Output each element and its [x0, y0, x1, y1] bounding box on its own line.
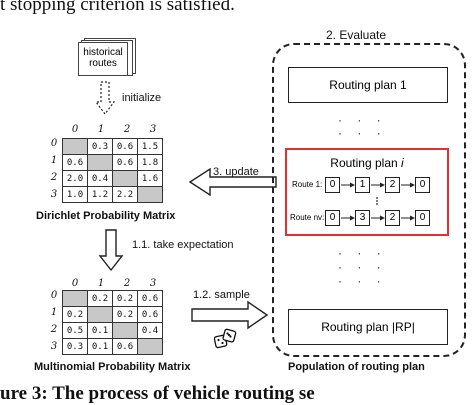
col-header: 2	[123, 278, 131, 289]
row-header: 1	[50, 155, 58, 166]
route-node: 2	[385, 210, 400, 226]
matrix-cell: 1.2	[87, 186, 113, 203]
sample-label: 1.2. sample	[193, 289, 250, 301]
route-nv-label: Route nv:	[290, 213, 325, 222]
ellipsis: · · ·	[338, 126, 387, 140]
matrix-cell: 0.6	[112, 138, 138, 155]
update-label: 3. update	[213, 166, 259, 178]
top-cropped-text: t stopping criterion is satisfied.	[0, 0, 235, 15]
ellipsis: · · ·	[338, 274, 387, 288]
matrix-cell	[87, 154, 113, 171]
matrix-cell: 2.0	[62, 170, 88, 187]
matrix-cell	[62, 290, 88, 307]
routing-plan-i-box: Routing plan i Route 1: 0 1 2 0 Route nv…	[285, 148, 449, 236]
matrix-cell: 0.1	[87, 338, 113, 355]
routing-plan-i-title: Routing plan i	[287, 156, 447, 170]
ellipsis: · · ·	[338, 113, 387, 127]
route-node: 0	[415, 177, 430, 193]
route-node: 2	[385, 177, 400, 193]
col-header: 1	[97, 278, 105, 289]
matrix-cell: 1.0	[62, 186, 88, 203]
initialize-arrow	[94, 81, 116, 115]
dirichlet-col-headers: 0 1 2 3	[62, 124, 166, 135]
matrix-cell: 1.5	[137, 138, 163, 155]
matrix-cell: 0.2	[87, 290, 113, 307]
matrix-cell: 0.6	[137, 306, 163, 323]
matrix-cell: 0.6	[112, 338, 138, 355]
route-node: 0	[325, 177, 340, 193]
matrix-cell: 1.6	[137, 170, 163, 187]
row-header: 1	[50, 307, 58, 318]
route-arrows	[341, 182, 415, 221]
matrix-cell	[62, 138, 88, 155]
sample-arrow	[191, 300, 269, 330]
matrix-cell: 0.2	[112, 306, 138, 323]
update-arrow	[188, 167, 277, 197]
route-node: 1	[355, 177, 370, 193]
multinomial-matrix: 0.2 0.2 0.6 0.2 0.2 0.6 0.5 0.1 0.4 0.3 …	[62, 290, 163, 355]
col-header: 0	[71, 124, 79, 135]
dirichlet-matrix: 0.3 0.6 1.5 0.6 0.6 1.8 2.0 0.4 1.6 1.0 …	[62, 138, 163, 203]
col-header: 3	[149, 278, 157, 289]
matrix-cell	[137, 338, 163, 355]
matrix-cell: 0.5	[62, 322, 88, 339]
ellipsis: · · ·	[338, 260, 387, 274]
multinomial-label: Multinomial Probability Matrix	[34, 361, 191, 373]
matrix-cell: 0.2	[62, 306, 88, 323]
matrix-cell: 0.4	[137, 322, 163, 339]
population-label: Population of routing plan	[288, 361, 425, 373]
dice-icon	[214, 328, 237, 349]
multinomial-row-headers: 0 1 2 3	[48, 290, 60, 358]
routing-plan-1: Routing plan 1	[288, 67, 448, 103]
matrix-cell: 0.1	[87, 322, 113, 339]
initialize-label: initialize	[122, 92, 162, 104]
take-expectation-label: 1.1. take expectation	[132, 239, 234, 251]
population-container	[272, 43, 466, 357]
dirichlet-label: Dirichlet Probability Matrix	[36, 210, 176, 222]
matrix-cell: 0.4	[87, 170, 113, 187]
matrix-cell	[112, 322, 138, 339]
row-header: 2	[50, 324, 58, 335]
ellipsis: · · ·	[338, 246, 387, 260]
route-node: 3	[355, 210, 370, 226]
matrix-cell	[137, 186, 163, 203]
matrix-cell: 0.3	[62, 338, 88, 355]
row-header: 3	[50, 341, 58, 352]
col-header: 0	[71, 278, 79, 289]
matrix-cell: 0.6	[112, 154, 138, 171]
row-header: 0	[50, 138, 58, 149]
matrix-cell: 0.2	[112, 290, 138, 307]
matrix-cell	[112, 170, 138, 187]
evaluate-label: 2. Evaluate	[326, 28, 387, 42]
col-header: 3	[149, 124, 157, 135]
routing-plan-rp: Routing plan |RP|	[288, 309, 448, 345]
row-header: 3	[50, 189, 58, 200]
figure-caption: ure 3: The process of vehicle routing se	[0, 383, 315, 404]
matrix-cell: 0.6	[137, 290, 163, 307]
matrix-cell: 0.3	[87, 138, 113, 155]
route-node: 0	[325, 210, 340, 226]
historical-routes-doc-stack: historical routes	[78, 38, 136, 82]
col-header: 1	[97, 124, 105, 135]
row-header: 0	[50, 290, 58, 301]
matrix-cell: 1.8	[137, 154, 163, 171]
matrix-cell: 0.6	[62, 154, 88, 171]
col-header: 2	[123, 124, 131, 135]
route-node: 0	[415, 210, 430, 226]
dirichlet-row-headers: 0 1 2 3	[48, 138, 60, 206]
route-1-label: Route 1:	[292, 180, 323, 189]
matrix-cell	[87, 306, 113, 323]
multinomial-col-headers: 0 1 2 3	[62, 278, 166, 289]
routing-plan-i-label: Routing plan i	[330, 156, 404, 170]
historical-routes-label: historical routes	[78, 42, 128, 76]
take-expectation-arrow	[98, 229, 124, 272]
row-header: 2	[50, 172, 58, 183]
matrix-cell: 2.2	[112, 186, 138, 203]
